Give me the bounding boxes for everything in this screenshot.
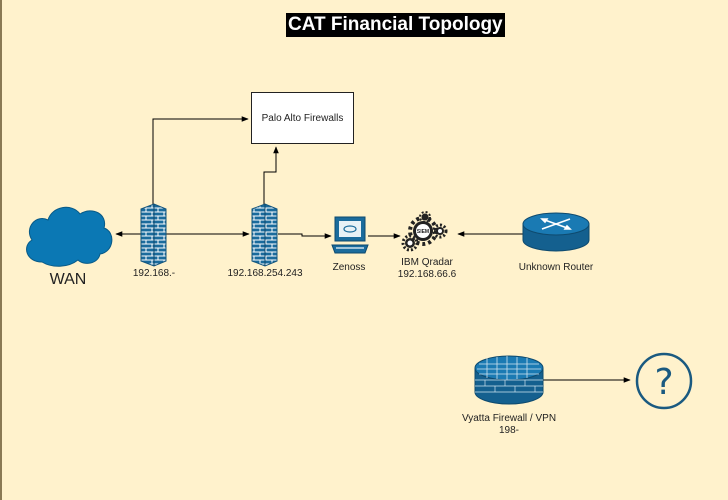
question-mark-icon: ? <box>635 352 693 410</box>
cloud-icon <box>26 206 113 267</box>
unknown-router-label: Unknown Router <box>518 262 594 273</box>
edge-firewall-mid-to-zenoss <box>278 233 332 239</box>
zenoss-label: Zenoss <box>332 262 366 273</box>
wan-label: WAN <box>49 271 87 288</box>
firewall-icon <box>251 203 278 267</box>
router-icon <box>522 212 590 252</box>
edge-firewall-mid-to-paloalto <box>263 146 279 206</box>
firewall-left-label: 192.168.- <box>132 268 176 279</box>
edge-firewall-left-to-paloalto <box>152 116 249 206</box>
palo-alto-firewalls-box[interactable]: Palo Alto Firewalls <box>251 92 354 144</box>
diagram-title: CAT Financial Topology <box>286 13 505 37</box>
qradar-ip-label: 192.168.66.6 <box>397 269 457 280</box>
palo-alto-label: Palo Alto Firewalls <box>261 112 344 124</box>
siem-gears-icon: SIEM <box>401 211 448 252</box>
terminal-icon <box>331 216 369 254</box>
qradar-name-label: IBM Qradar <box>401 257 453 268</box>
firewall-icon <box>140 203 167 267</box>
vyatta-name-label: Vyatta Firewall / VPN <box>461 413 557 424</box>
firewall-router-icon <box>474 355 544 405</box>
vyatta-ip-label: 198- <box>498 425 519 436</box>
siem-icon-text: SIEM <box>417 229 429 235</box>
firewall-mid-label: 192.168.254.243 <box>227 268 303 279</box>
question-mark-glyph: ? <box>654 362 673 403</box>
connectors <box>115 116 631 383</box>
